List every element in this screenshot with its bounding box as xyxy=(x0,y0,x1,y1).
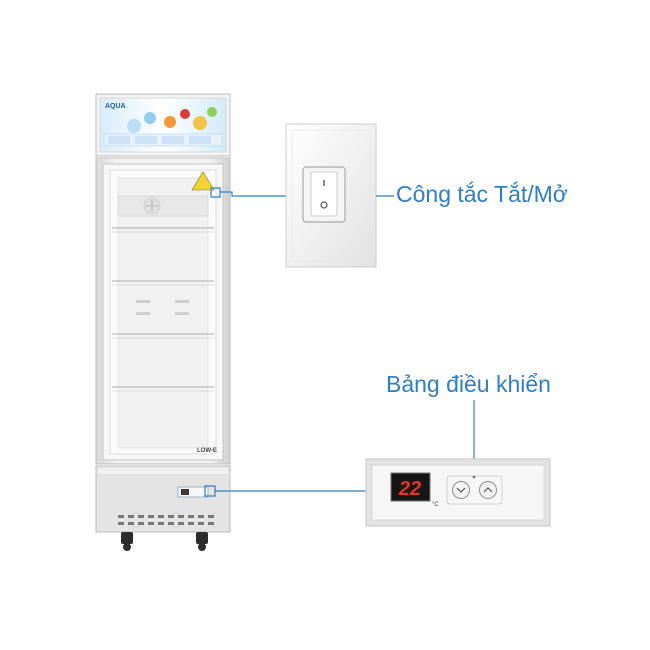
switch-callout-label: Công tắc Tắt/Mở xyxy=(396,181,568,207)
switch-callout xyxy=(210,123,394,268)
power-switch-detail xyxy=(285,123,377,268)
fridge-header: AQUA xyxy=(95,93,231,157)
mini-control-panel xyxy=(177,486,209,498)
fridge: AQUA xyxy=(95,93,231,551)
chevron-up-icon xyxy=(483,487,493,493)
panel-callout-label: Bảng điều khiển xyxy=(386,371,551,397)
decrease-button[interactable] xyxy=(452,481,470,499)
fridge-base xyxy=(95,465,231,551)
temperature-value: 22 xyxy=(398,478,421,500)
fridge-door: LOW-E xyxy=(95,157,231,465)
glass-label: LOW-E xyxy=(197,448,217,454)
increase-button[interactable] xyxy=(479,481,497,499)
temperature-unit: °C xyxy=(432,502,439,508)
wheels xyxy=(121,532,208,551)
control-panel-detail: 22 °C xyxy=(365,458,551,527)
panel-callout: 22 °C xyxy=(204,400,551,527)
temperature-display xyxy=(390,472,431,502)
switch-connector-line xyxy=(220,191,286,197)
brand-logo: AQUA xyxy=(105,103,126,110)
shelves xyxy=(112,227,214,392)
chevron-down-icon xyxy=(456,487,466,493)
warning-sticker-icon xyxy=(191,171,215,191)
